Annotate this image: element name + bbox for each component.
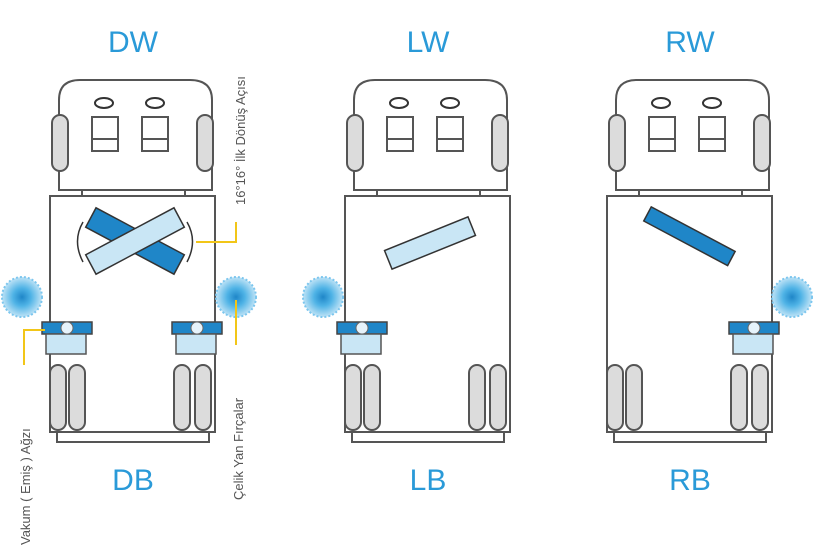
vacuum-mouth-left xyxy=(41,321,93,355)
side-brush-left xyxy=(1,276,43,318)
label-dw: DW xyxy=(108,26,159,59)
robot-panel-rw xyxy=(606,79,780,443)
roller-light xyxy=(383,215,477,271)
label-rw: RW xyxy=(665,26,715,59)
label-db: DB xyxy=(112,464,154,497)
vacuum-mouth-right xyxy=(728,321,780,355)
callout-vacuum xyxy=(23,329,45,365)
robot-panel-dw xyxy=(41,79,223,443)
label-lw: LW xyxy=(407,26,450,59)
label-lb: LB xyxy=(410,464,447,497)
roller-dark xyxy=(642,205,737,267)
rotation-arrow-left xyxy=(76,221,84,263)
rotation-arrow-right xyxy=(186,221,194,263)
vacuum-mouth-right xyxy=(171,321,223,355)
annotation-side-brushes: Çelik Yan Fırçalar xyxy=(231,397,246,500)
side-brush-left xyxy=(302,276,344,318)
callout-rotation xyxy=(196,222,237,243)
label-rb: RB xyxy=(669,464,711,497)
roller-light xyxy=(84,206,186,276)
annotation-rotation-angle: 16°16° İlk Dönüş Açısı xyxy=(233,76,248,205)
annotation-vacuum-mouth: Vakum ( Emiş ) Ağzı xyxy=(18,428,33,545)
vacuum-mouth-left xyxy=(336,321,388,355)
side-brush-right xyxy=(771,276,813,318)
robot-panel-lw xyxy=(336,79,511,443)
